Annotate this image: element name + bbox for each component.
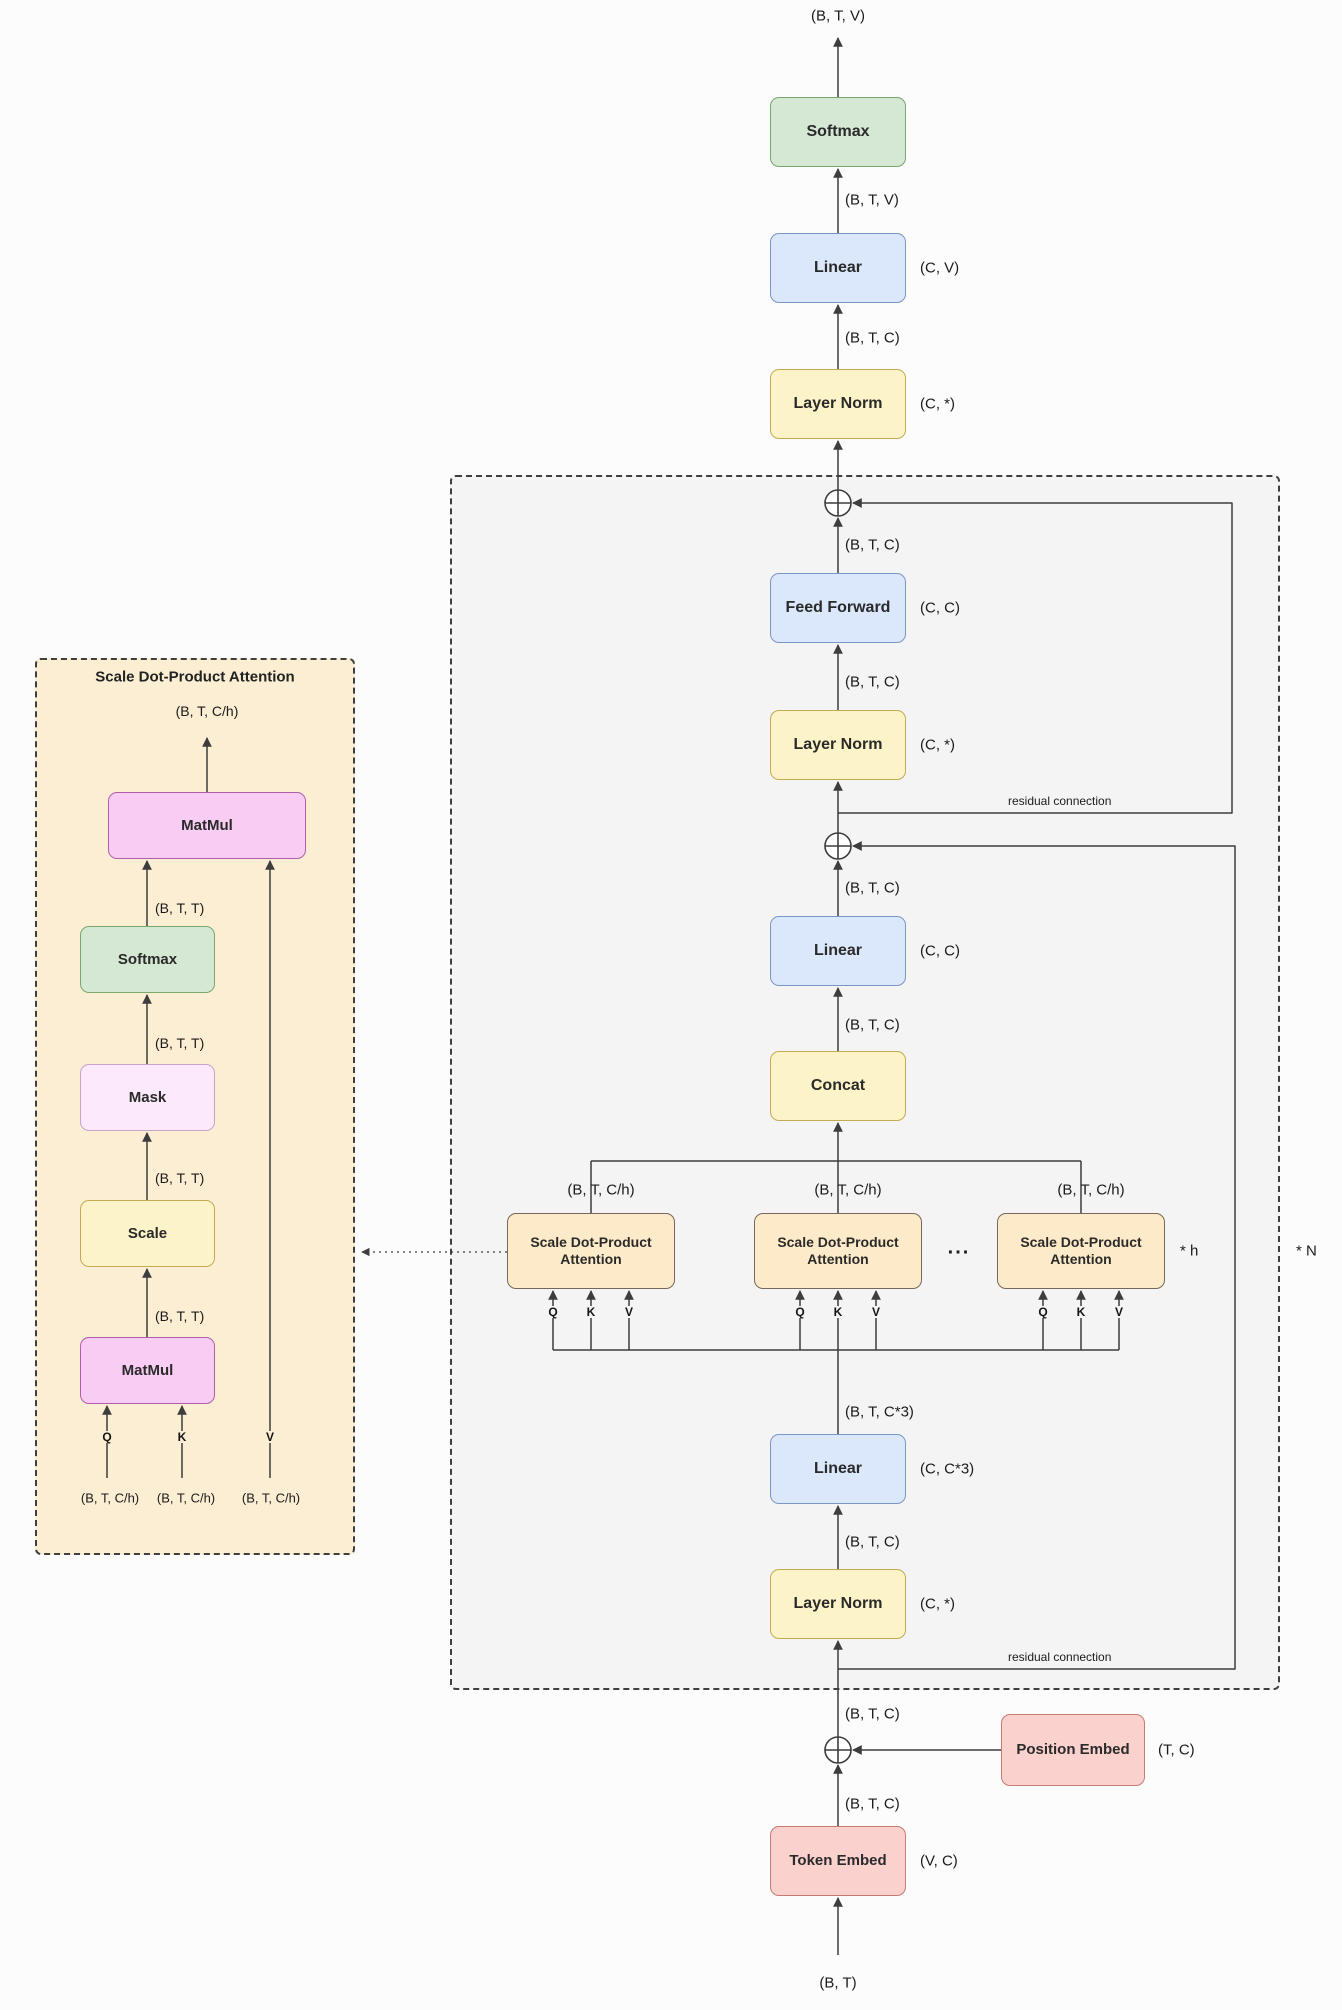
label-residual-connection-lower: residual connection <box>1008 1650 1112 1664</box>
detail-title: Scale Dot-Product Attention <box>95 668 295 686</box>
label-heads-repeat: * h <box>1180 1242 1199 1260</box>
add-node-bottom <box>824 1736 852 1764</box>
label-block-repeat: * N <box>1296 1242 1317 1260</box>
detail-label-mask-out-shape: (B, T, T) <box>155 1035 205 1051</box>
label-head-out-shape-1: (B, T, C/h) <box>567 1181 635 1199</box>
detail-label-k-shape: (B, T, C/h) <box>156 1490 216 1506</box>
node-linear-qkv: Linear <box>770 1434 906 1504</box>
q-label: Q <box>1036 1305 1050 1319</box>
node-layer-norm-final: Layer Norm <box>770 369 906 439</box>
detail-node-matmul-top: MatMul <box>108 792 306 859</box>
q-label: Q <box>100 1430 114 1444</box>
detail-node-scale: Scale <box>80 1200 215 1267</box>
label-proj-out-shape: (B, T, C) <box>845 879 900 897</box>
add-circles <box>824 489 852 1764</box>
residual-connection-upper <box>838 498 1233 814</box>
residual-wires <box>838 498 1236 1670</box>
label-embed-sum-shape: (B, T, C) <box>845 1795 900 1813</box>
label-qkv-shape: (B, T, C*3) <box>845 1403 914 1421</box>
detail-node-softmax: Softmax <box>80 926 215 993</box>
k-label: K <box>175 1430 189 1444</box>
detail-label-output-shape: (B, T, C/h) <box>175 703 239 719</box>
label-heads-ellipsis: ... <box>947 1236 971 1259</box>
q-label: Q <box>546 1305 560 1319</box>
node-position-embed: Position Embed <box>1001 1714 1145 1786</box>
label-ff-in-shape: (B, T, C) <box>845 673 900 691</box>
node-attention-head-3: Scale Dot-Product Attention <box>997 1213 1165 1289</box>
add-node-top <box>824 489 852 517</box>
label-feed-forward-param: (C, C) <box>920 599 960 617</box>
label-output-shape: (B, T, V) <box>811 7 865 25</box>
node-token-embed: Token Embed <box>770 1826 906 1896</box>
q-label: Q <box>793 1305 807 1319</box>
detail-node-mask: Mask <box>80 1064 215 1131</box>
detail-label-q-shape: (B, T, C/h) <box>80 1490 140 1506</box>
detail-label-matmul-out-shape: (B, T, T) <box>155 1308 205 1324</box>
v-label: V <box>869 1305 883 1319</box>
label-softmax-in-shape: (B, T, V) <box>845 191 899 209</box>
node-feed-forward: Feed Forward <box>770 573 906 643</box>
residual-connection-lower <box>838 841 1236 1670</box>
label-layer-norm-2-param: (C, *) <box>920 736 955 754</box>
k-label: K <box>1074 1305 1088 1319</box>
label-head-out-shape-2: (B, T, C/h) <box>814 1181 882 1199</box>
node-concat: Concat <box>770 1051 906 1121</box>
label-block-in-shape: (B, T, C) <box>845 1705 900 1723</box>
label-linear-head-param: (C, V) <box>920 259 960 277</box>
label-head-out-shape-3: (B, T, C/h) <box>1057 1181 1125 1199</box>
label-linear-head-in-shape: (B, T, C) <box>845 329 900 347</box>
k-label: K <box>831 1305 845 1319</box>
v-label: V <box>622 1305 636 1319</box>
label-layer-norm-final-param: (C, *) <box>920 395 955 413</box>
label-concat-out-shape: (B, T, C) <box>845 1016 900 1034</box>
label-linear-proj-param: (C, C) <box>920 942 960 960</box>
label-linear-qkv-in-shape: (B, T, C) <box>845 1533 900 1551</box>
node-layer-norm-2: Layer Norm <box>770 710 906 780</box>
main-flow-wires <box>548 37 1124 1955</box>
label-position-embed-param: (T, C) <box>1158 1741 1195 1759</box>
node-layer-norm-1: Layer Norm <box>770 1569 906 1639</box>
v-label: V <box>263 1430 277 1444</box>
node-softmax-output: Softmax <box>770 97 906 167</box>
node-attention-head-1: Scale Dot-Product Attention <box>507 1213 675 1289</box>
label-input-shape: (B, T) <box>819 1974 857 1992</box>
label-linear-qkv-param: (C, C*3) <box>920 1460 975 1478</box>
label-layer-norm-1-param: (C, *) <box>920 1595 955 1613</box>
label-token-embed-param: (V, C) <box>920 1852 958 1870</box>
add-node-middle <box>824 832 852 860</box>
detail-label-v-shape: (B, T, C/h) <box>241 1490 301 1506</box>
k-label: K <box>584 1305 598 1319</box>
detail-label-softmax-out-shape: (B, T, T) <box>155 900 205 916</box>
detail-node-matmul-bottom: MatMul <box>80 1337 215 1404</box>
label-residual-connection-upper: residual connection <box>1008 794 1112 808</box>
v-label: V <box>1112 1305 1126 1319</box>
node-linear-proj: Linear <box>770 916 906 986</box>
node-linear-head: Linear <box>770 233 906 303</box>
node-attention-head-2: Scale Dot-Product Attention <box>754 1213 922 1289</box>
detail-label-scale-out-shape: (B, T, T) <box>155 1170 205 1186</box>
label-ff-out-shape: (B, T, C) <box>845 536 900 554</box>
